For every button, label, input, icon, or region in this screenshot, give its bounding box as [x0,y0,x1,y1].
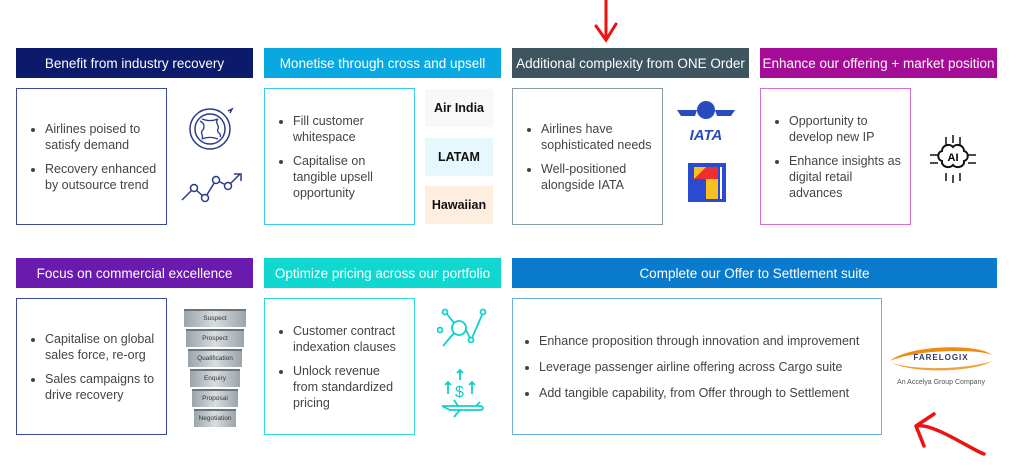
box-pricing: Customer contract indexation clausesUnlo… [264,298,415,435]
header-cross-upsell: Monetise through cross and upsell [264,48,501,78]
bullet: Capitalise on tangible upsell opportunit… [293,153,406,201]
logo-air-india: Air India [425,89,493,127]
trend-up-icon [181,173,242,203]
header-one-order: Additional complexity from ONE Order [512,48,749,78]
bullet: Customer contract indexation clauses [293,323,406,355]
box-cross-upsell: Fill customer whitespaceCapitalise on ta… [264,88,415,225]
header-offer-settlement: Complete our Offer to Settlement suite [512,258,997,288]
header-market-position: Enhance our offering + market position [760,48,997,78]
bullet: Enhance proposition through innovation a… [539,332,873,350]
farelogix-logo: FARELOGIX An Accelya Group Company [888,345,994,391]
bullet: Enhance insights as digital retail advan… [789,153,902,201]
funnel-stage: Proposal [192,389,238,407]
box-commercial-excellence: Capitalise on global sales force, re-org… [16,298,167,435]
bullet: Opportunity to develop new IP [789,113,902,145]
box-industry-recovery: Airlines poised to satisfy demandRecover… [16,88,167,225]
globe-icon [189,107,234,150]
bullet: Unlock revenue from standardized pricing [293,363,406,411]
header-pricing: Optimize pricing across our portfolio [264,258,501,288]
funnel-stage: Suspect [184,309,246,327]
farelogix-tagline: An Accelya Group Company [897,379,985,386]
funnel-stage: Qualification [188,349,242,367]
bullet: Recovery enhanced by outsource trend [45,161,158,193]
bullet: Capitalise on global sales force, re-org [45,331,158,363]
bullet: Well-positioned alongside IATA [541,161,654,193]
iata-logo: IATA [675,100,737,143]
ai-brain-icon: AI [928,135,978,183]
logo-latam: LATAM [425,138,493,176]
header-industry-recovery: Benefit from industry recovery [16,48,253,78]
svg-text:$: $ [455,384,464,401]
funnel-stage: Prospect [186,329,244,347]
annotation-arrow-down-icon [594,0,618,43]
bullet: Airlines poised to satisfy demand [45,121,158,153]
ai-label: AI [947,152,959,164]
box-offer-settlement: Enhance proposition through innovation a… [512,298,882,435]
bullet: Fill customer whitespace [293,113,406,145]
bullet: Add tangible capability, from Offer thro… [539,384,873,402]
box-one-order: Airlines have sophisticated needsWell-po… [512,88,663,225]
bullet: Sales campaigns to drive recovery [45,371,158,403]
annotation-arrow-left-icon [914,412,986,456]
airfare-price-up-icon: $ [441,368,484,418]
iata-wordmark: IATA [689,127,723,144]
funnel-stage: Enquiry [190,369,240,387]
bullet: Airlines have sophisticated needs [541,121,654,153]
ndc-logo-icon [688,163,726,202]
funnel-stage: Negotiation [194,409,236,427]
logo-hawaiian: Hawaiian [425,186,493,224]
bullet: Leverage passenger airline offering acro… [539,358,873,376]
box-market-position: Opportunity to develop new IP Enhance ins… [760,88,911,225]
farelogix-swoosh-icon [890,347,992,371]
iata-globe-wings-icon [677,101,735,119]
pricing-analytics-icon [437,308,487,347]
header-commercial-excellence: Focus on commercial excellence [16,258,253,288]
farelogix-wordmark: FARELOGIX [913,353,969,362]
